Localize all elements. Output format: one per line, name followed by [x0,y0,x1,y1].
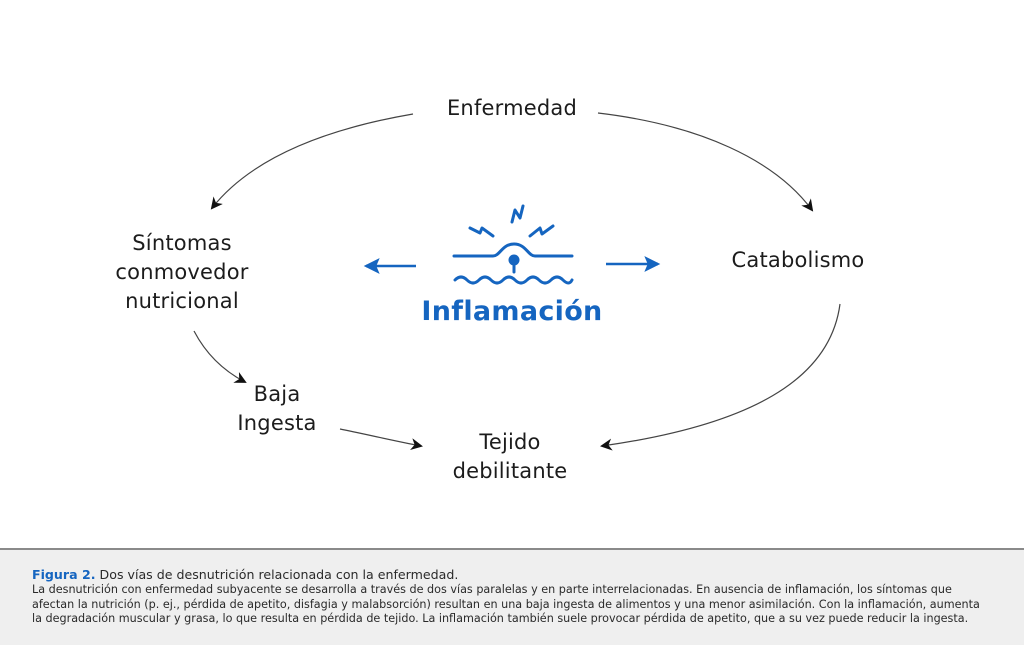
node-baja-ingesta-line-1: Baja [253,382,301,406]
arrow-catabolismo-to-tejido [600,303,841,451]
node-baja-ingesta-line-2: Ingesta [237,411,317,435]
node-sintomas: Síntomas conmovedor nutricional [92,229,272,316]
node-enfermedad: Enfermedad [412,94,612,123]
caption-line-3: la degradación muscular y grasa, lo que … [32,612,969,625]
diagram-canvas [193,112,841,451]
node-enfermedad-line: Enfermedad [446,96,578,120]
caption-title: Dos vías de desnutrición relacionada con… [95,567,459,582]
arrow-enfermedad-to-sintomas [210,113,414,210]
caption-line-2: afectan la nutrición (p. ej., pérdida de… [32,597,980,611]
node-tejido-line-2: debilitante [452,459,568,483]
arrow-baja-ingesta-to-tejido [339,428,423,450]
figure-label: Figura 2. [32,567,96,582]
node-tejido-debilitante: Tejido debilitante [430,428,590,486]
inflamacion-label: Inflamación [421,296,603,327]
node-sintomas-line-2: conmovedor [115,260,249,284]
node-baja-ingesta: Baja Ingesta [222,380,332,438]
node-sintomas-line-1: Síntomas [132,231,232,255]
caption-title-line: Figura 2. Dos vías de desnutrición relac… [32,567,1024,583]
node-sintomas-line-3: nutricional [125,289,239,313]
figure-caption: Figura 2. Dos vías de desnutrición relac… [0,548,1024,645]
arrow-enfermedad-to-catabolismo [597,112,814,212]
node-catabolismo-line: Catabolismo [731,248,865,272]
node-tejido-line-1: Tejido [479,430,541,454]
inflammation-icon [452,204,574,285]
node-catabolismo: Catabolismo [708,246,888,275]
arrow-sintomas-to-baja-ingesta [193,330,247,383]
caption-line-1: La desnutrición con enfermedad subyacent… [32,583,952,596]
